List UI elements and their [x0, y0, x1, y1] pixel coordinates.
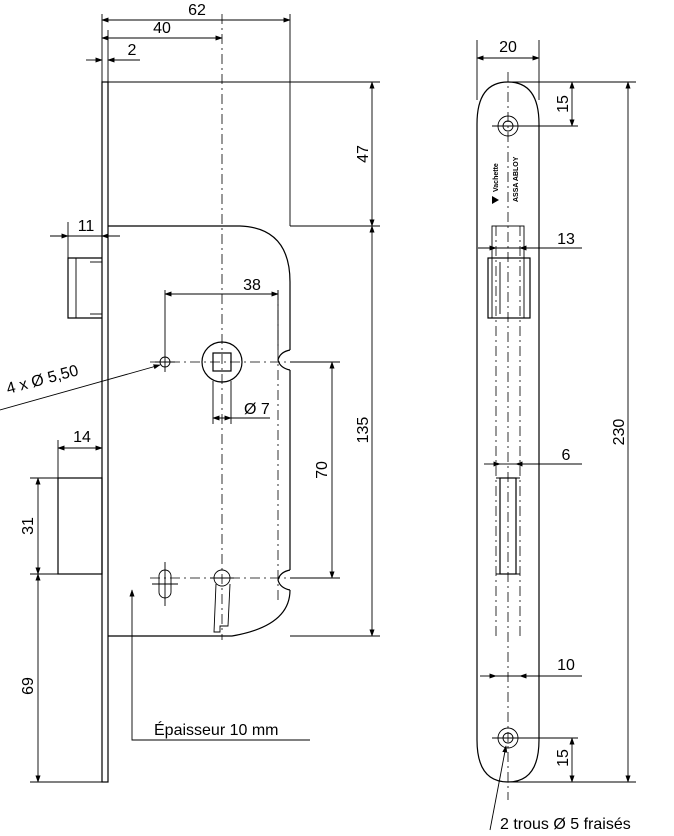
label-15-bottom: 15 — [555, 749, 572, 767]
latch-bolt — [67, 257, 102, 319]
label-40: 40 — [153, 20, 171, 37]
label-15-top: 15 — [555, 95, 572, 113]
label-10: 10 — [557, 657, 575, 674]
brand-group: ASSA ABLOY — [513, 156, 520, 202]
label-14: 14 — [73, 429, 91, 446]
label-31: 31 — [20, 517, 37, 535]
faceplate-edge — [101, 81, 109, 783]
screws-leader — [489, 745, 508, 831]
label-thickness: Épaisseur 10 mm — [154, 720, 279, 739]
brand-name: Vachette — [493, 163, 500, 192]
label-20: 20 — [499, 39, 517, 56]
label-69: 69 — [20, 677, 37, 695]
label-47: 47 — [355, 145, 372, 163]
label-holes: 4 x Ø 5,50 — [5, 362, 81, 398]
case-notch-upper — [277, 349, 291, 371]
faceplate-outline — [476, 81, 540, 783]
brand-mark-icon — [492, 196, 499, 204]
label-6: 6 — [562, 447, 571, 464]
label-38: 38 — [243, 277, 261, 294]
label-screws: 2 trous Ø 5 fraisés — [500, 816, 631, 833]
latch-front — [487, 257, 531, 319]
label-70: 70 — [314, 461, 331, 479]
case-notch-lower — [277, 569, 291, 591]
case-top-outline — [108, 225, 291, 350]
label-11: 11 — [78, 218, 95, 235]
label-135: 135 — [355, 417, 372, 444]
label-62: 62 — [188, 2, 206, 19]
faceplate-front-view: Vachette ASSA ABLOY — [476, 39, 636, 833]
deadbolt — [57, 477, 103, 575]
label-2: 2 — [128, 42, 137, 59]
thickness-leader — [129, 589, 310, 741]
label-230: 230 — [611, 419, 628, 446]
label-13: 13 — [557, 231, 575, 248]
brand-logo: Vachette ASSA ABLOY — [492, 156, 520, 204]
label-d7: Ø 7 — [244, 401, 270, 418]
fixing-hole-lower-left — [152, 562, 178, 606]
lock-side-view: 62 40 2 47 11 38 4 x Ø 5,50 Ø 7 135 70 1… — [0, 2, 380, 783]
case-bottom-outline — [108, 589, 291, 637]
holes-leader — [0, 364, 161, 411]
